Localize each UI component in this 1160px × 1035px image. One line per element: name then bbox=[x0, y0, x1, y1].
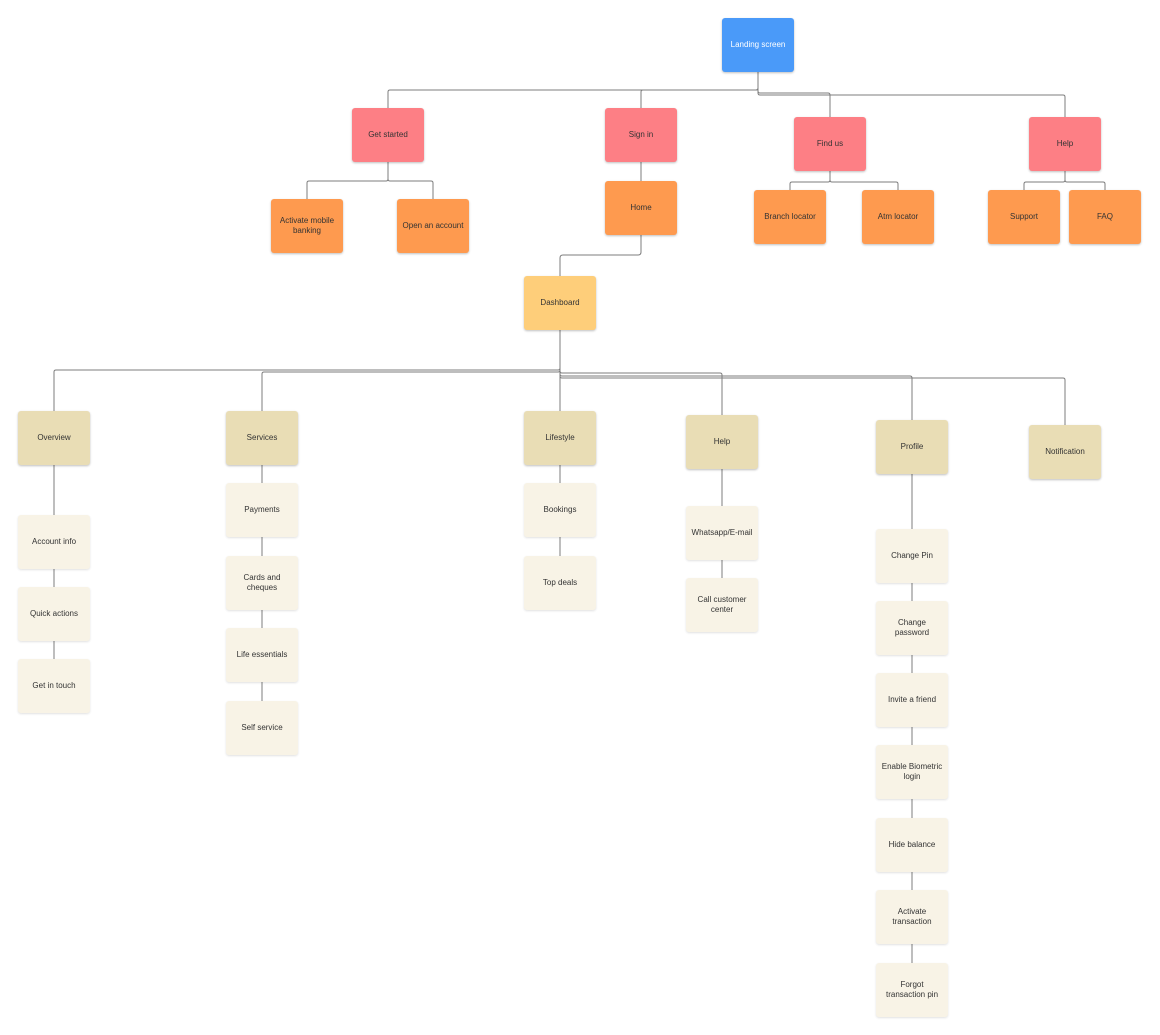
node-activate-mobile-banking[interactable]: Activate mobile banking bbox=[271, 199, 343, 253]
node-help-top[interactable]: Help bbox=[1029, 117, 1101, 171]
node-invite-friend-label: Invite a friend bbox=[887, 695, 937, 705]
node-notification[interactable]: Notification bbox=[1029, 425, 1101, 479]
node-hide-balance-label: Hide balance bbox=[888, 840, 936, 850]
node-profile-label: Profile bbox=[900, 442, 924, 452]
node-self-service-label: Self service bbox=[241, 723, 283, 733]
edge-dashboard-overview bbox=[53, 330, 561, 411]
node-sign-in-label: Sign in bbox=[628, 130, 654, 140]
node-support[interactable]: Support bbox=[988, 190, 1060, 244]
node-faq-label: FAQ bbox=[1096, 212, 1113, 222]
edge-landing-signin bbox=[640, 72, 759, 108]
node-life-essentials[interactable]: Life essentials bbox=[226, 628, 298, 682]
node-find-us[interactable]: Find us bbox=[794, 117, 866, 171]
edge-dashboard-profile bbox=[559, 330, 913, 420]
node-account-info[interactable]: Account info bbox=[18, 515, 90, 569]
edge-dashboard-help bbox=[559, 330, 723, 415]
node-help-top-label: Help bbox=[1056, 139, 1074, 149]
node-activate-transaction-label: Activate transaction bbox=[892, 907, 932, 926]
edge-findus-atm bbox=[829, 171, 899, 190]
node-dashboard-label: Dashboard bbox=[540, 298, 580, 308]
node-branch-locator-label: Branch locator bbox=[764, 212, 816, 222]
node-enable-biometric-label: Enable Biometric login bbox=[881, 762, 943, 781]
node-call-customer-center-label: Call customer center bbox=[697, 595, 747, 614]
node-cards-cheques[interactable]: Cards and cheques bbox=[226, 556, 298, 610]
node-lifestyle[interactable]: Lifestyle bbox=[524, 411, 596, 465]
node-whatsapp-email-label: Whatsapp/E-mail bbox=[691, 528, 753, 538]
node-quick-actions-label: Quick actions bbox=[29, 609, 79, 619]
node-forgot-transaction-pin[interactable]: Forgot transaction pin bbox=[876, 963, 948, 1017]
node-faq[interactable]: FAQ bbox=[1069, 190, 1141, 244]
node-dashboard[interactable]: Dashboard bbox=[524, 276, 596, 330]
node-whatsapp-email[interactable]: Whatsapp/E-mail bbox=[686, 506, 758, 560]
node-sign-in[interactable]: Sign in bbox=[605, 108, 677, 162]
node-invite-friend[interactable]: Invite a friend bbox=[876, 673, 948, 727]
node-lifestyle-label: Lifestyle bbox=[545, 433, 575, 443]
node-notification-label: Notification bbox=[1045, 447, 1085, 457]
node-activate-mobile-banking-label: Activate mobile banking bbox=[279, 216, 335, 235]
node-change-pin[interactable]: Change Pin bbox=[876, 529, 948, 583]
node-top-deals[interactable]: Top deals bbox=[524, 556, 596, 610]
node-change-pin-label: Change Pin bbox=[891, 551, 933, 561]
node-payments[interactable]: Payments bbox=[226, 483, 298, 537]
node-life-essentials-label: Life essentials bbox=[236, 650, 288, 660]
node-overview[interactable]: Overview bbox=[18, 411, 90, 465]
node-services-label: Services bbox=[246, 433, 278, 443]
node-overview-label: Overview bbox=[37, 433, 71, 443]
edge-help-support bbox=[1023, 171, 1066, 190]
node-payments-label: Payments bbox=[244, 505, 280, 515]
node-help-dashboard-label: Help bbox=[713, 437, 731, 447]
node-bookings[interactable]: Bookings bbox=[524, 483, 596, 537]
edge-help-faq bbox=[1064, 171, 1106, 190]
node-forgot-transaction-pin-label: Forgot transaction pin bbox=[885, 980, 939, 999]
node-bookings-label: Bookings bbox=[543, 505, 577, 515]
node-top-deals-label: Top deals bbox=[542, 578, 578, 588]
edge-findus-branch bbox=[789, 171, 831, 190]
node-activate-transaction[interactable]: Activate transaction bbox=[876, 890, 948, 944]
node-open-account-label: Open an account bbox=[402, 221, 464, 231]
edge-getstarted-activate bbox=[306, 162, 389, 199]
node-atm-locator[interactable]: Atm locator bbox=[862, 190, 934, 244]
node-profile[interactable]: Profile bbox=[876, 420, 948, 474]
node-find-us-label: Find us bbox=[816, 139, 844, 149]
node-home[interactable]: Home bbox=[605, 181, 677, 235]
node-account-info-label: Account info bbox=[31, 537, 77, 547]
node-help-dashboard[interactable]: Help bbox=[686, 415, 758, 469]
node-home-label: Home bbox=[630, 203, 652, 213]
node-enable-biometric[interactable]: Enable Biometric login bbox=[876, 745, 948, 799]
node-landing-screen-label: Landing screen bbox=[730, 40, 786, 50]
node-change-password-label: Change password bbox=[894, 618, 930, 637]
node-support-label: Support bbox=[1009, 212, 1039, 222]
edge-landing-help bbox=[757, 72, 1066, 117]
node-atm-locator-label: Atm locator bbox=[877, 212, 919, 222]
node-branch-locator[interactable]: Branch locator bbox=[754, 190, 826, 244]
node-get-in-touch[interactable]: Get in touch bbox=[18, 659, 90, 713]
node-hide-balance[interactable]: Hide balance bbox=[876, 818, 948, 872]
node-services[interactable]: Services bbox=[226, 411, 298, 465]
node-open-account[interactable]: Open an account bbox=[397, 199, 469, 253]
node-get-in-touch-label: Get in touch bbox=[32, 681, 76, 691]
node-cards-cheques-label: Cards and cheques bbox=[243, 573, 281, 592]
node-call-customer-center[interactable]: Call customer center bbox=[686, 578, 758, 632]
node-get-started-label: Get started bbox=[368, 130, 408, 140]
node-quick-actions[interactable]: Quick actions bbox=[18, 587, 90, 641]
node-get-started[interactable]: Get started bbox=[352, 108, 424, 162]
edge-getstarted-open bbox=[387, 162, 434, 199]
node-change-password[interactable]: Change password bbox=[876, 601, 948, 655]
edge-dashboard-notification bbox=[559, 330, 1066, 425]
node-landing-screen[interactable]: Landing screen bbox=[722, 18, 794, 72]
edge-home-dashboard bbox=[559, 235, 642, 276]
node-self-service[interactable]: Self service bbox=[226, 701, 298, 755]
